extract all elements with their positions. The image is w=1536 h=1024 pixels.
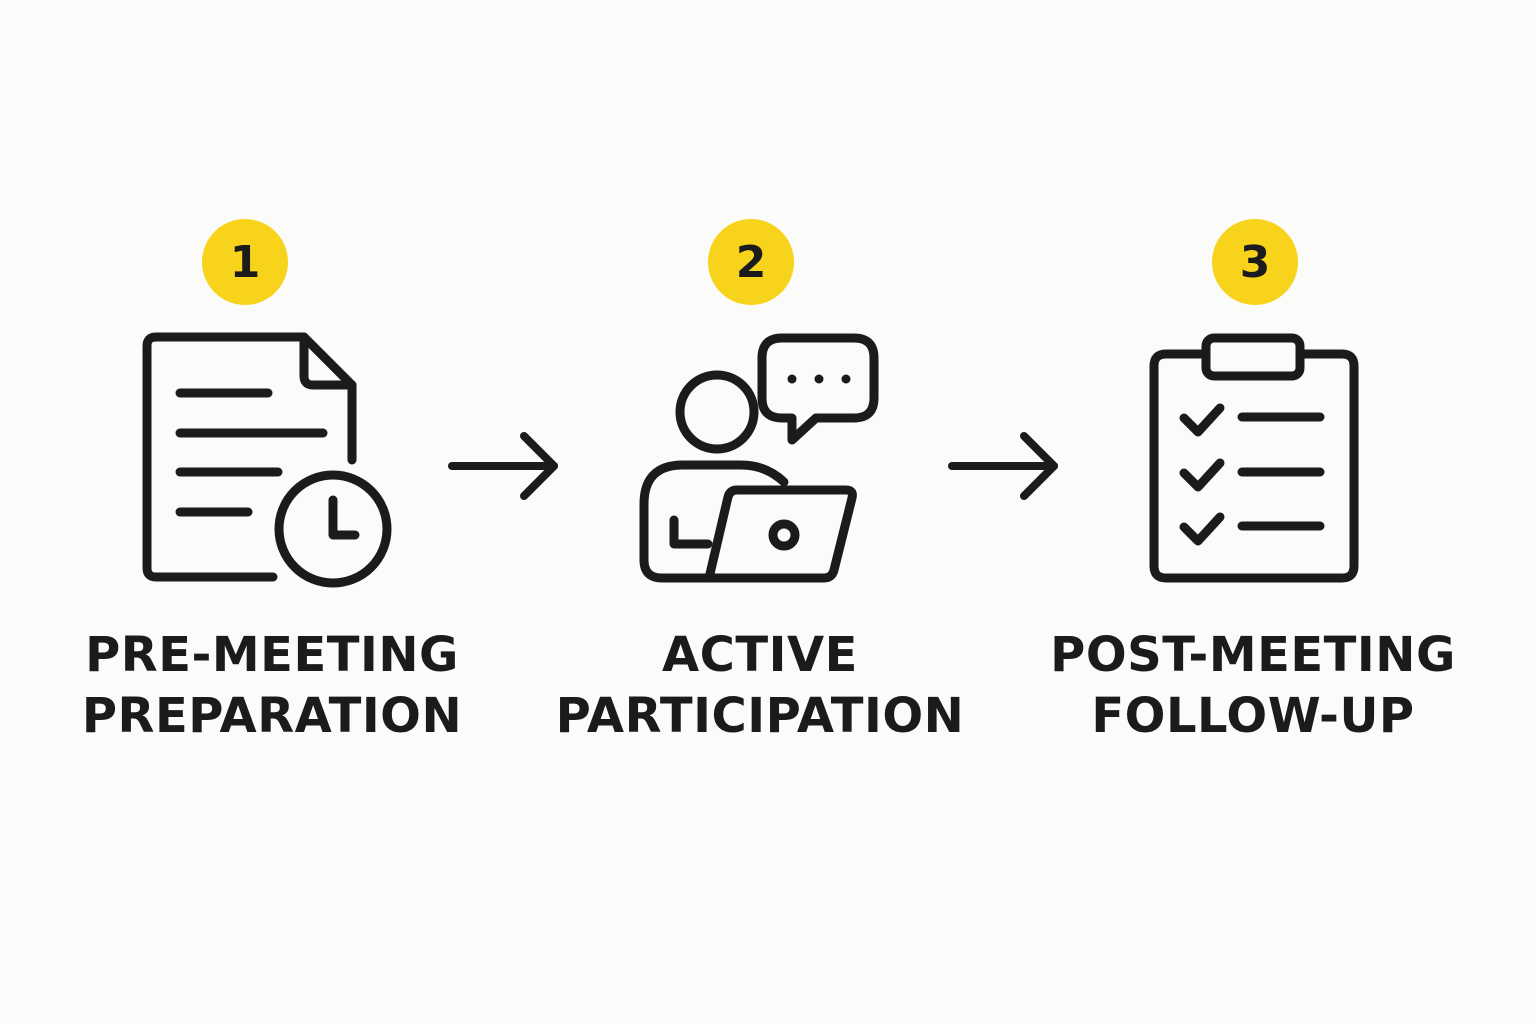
arrow-right-icon — [446, 430, 566, 502]
clipboard-checklist-icon — [1146, 330, 1362, 590]
step-3-badge: 3 — [1212, 219, 1298, 305]
step-2-number: 2 — [735, 236, 767, 288]
step-1-badge: 1 — [202, 219, 288, 305]
step-3-title: POST-MEETING FOLLOW-UP — [1013, 625, 1493, 747]
arrow-right-icon — [946, 430, 1066, 502]
step-1-title: PRE-MEETING PREPARATION — [32, 625, 512, 747]
step-1-number: 1 — [229, 236, 261, 288]
person-laptop-chat-icon — [636, 330, 886, 590]
step-2-title: ACTIVE PARTICIPATION — [520, 625, 1000, 747]
step-2-title-line-1: ACTIVE — [662, 627, 858, 683]
step-2-badge: 2 — [708, 219, 794, 305]
step-1-title-line-2: PREPARATION — [81, 688, 463, 744]
document-clock-icon — [140, 330, 400, 595]
step-3-number: 3 — [1239, 236, 1271, 288]
step-3-title-line-1: POST-MEETING — [1050, 627, 1456, 683]
step-1-title-line-1: PRE-MEETING — [85, 627, 459, 683]
step-3-title-line-2: FOLLOW-UP — [1091, 688, 1415, 744]
step-2-title-line-2: PARTICIPATION — [555, 688, 965, 744]
